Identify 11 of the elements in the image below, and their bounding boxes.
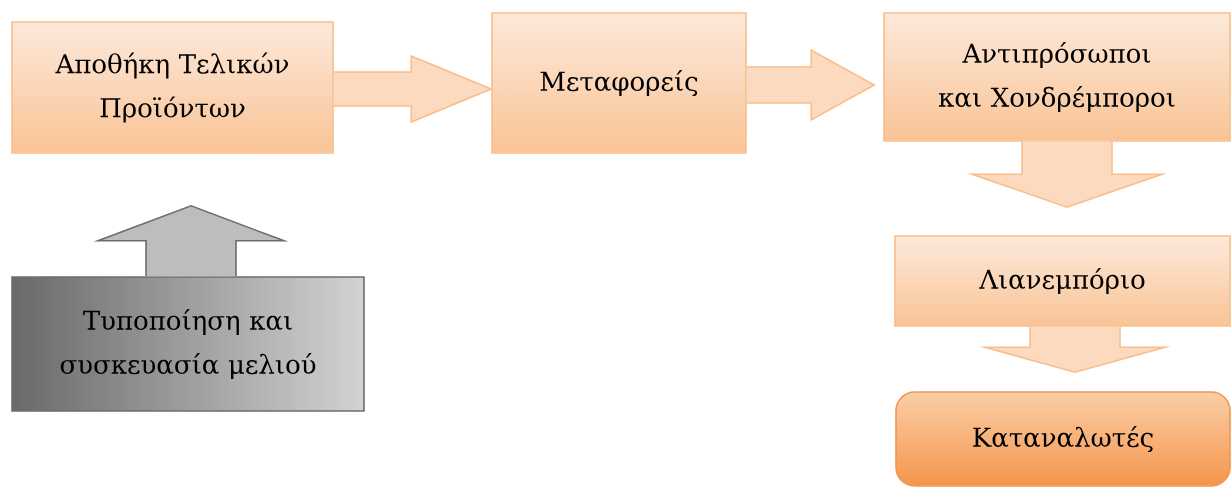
rounded-box: Καταναλωτές — [895, 391, 1231, 487]
process-box: Αντιπρόσωποι και Χονδρέμποροι — [883, 12, 1231, 142]
block-arrow — [93, 204, 289, 277]
block-arrow — [333, 54, 494, 124]
process-box: Αποθήκη Τελικών Προϊόντων — [11, 21, 334, 154]
block-arrow — [967, 141, 1167, 209]
process-box: Μεταφορείς — [491, 12, 747, 154]
process-box: Λιανεμπόριο — [894, 235, 1231, 327]
block-arrow — [979, 326, 1171, 374]
process-box: Τυποποίηση και συσκευασία μελιού — [11, 276, 365, 412]
block-arrow — [746, 48, 876, 122]
